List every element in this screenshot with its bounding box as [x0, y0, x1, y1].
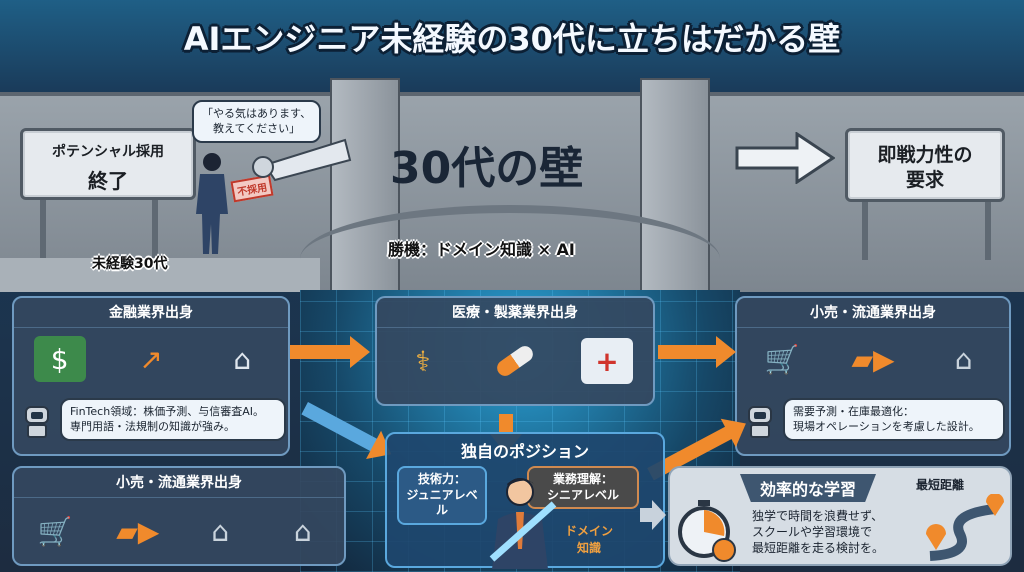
panel-title: 金融業界出身 [14, 298, 288, 328]
person-label: 未経験30代 [92, 256, 168, 272]
chart-up-icon: ↗ [139, 342, 163, 376]
arrow-icon [658, 336, 736, 368]
shortest-route-icon [926, 494, 1004, 561]
sign-line: 要求 [905, 168, 944, 191]
truck-icon: ▰▶ [851, 342, 895, 376]
arrow-right-icon [640, 500, 666, 530]
sign-line: 終了 [88, 169, 128, 193]
skill-tag: 技術力： ジュニアレベル [397, 466, 487, 525]
cart-icon: 🛒 [37, 514, 73, 548]
panel-title: 小売・流通業界出身 [737, 298, 1009, 328]
note-line: 現場オペレーションを考慮した設計。 [793, 420, 980, 434]
sign-post [862, 200, 868, 260]
businessman-with-sword-icon [489, 478, 557, 569]
note-line: 専門用語・法規制の知識が強み。 [70, 420, 235, 434]
wall-title: 30代の壁 [390, 143, 584, 194]
note-line: 需要予測・在庫最適化： [793, 405, 914, 418]
robot-icon [745, 398, 775, 438]
stopwatch-icon [678, 500, 736, 562]
efficient-learning-panel: 効率的な学習 独学で時間を浪費せず、 スクールや学習環境で 最短距離を走る検討を… [668, 466, 1012, 566]
immediate-contribution-sign: 即戦力性の 要求 [845, 128, 1005, 202]
sign-line: ポテンシャル採用 [52, 144, 164, 160]
unique-position-panel: 独自のポジション 技術力： ジュニアレベル 業務理解： シニアレベル ドメイン … [385, 432, 665, 569]
sign-post [40, 198, 46, 258]
truck-icon: ▰▶ [116, 514, 160, 548]
page-title: AIエンジニア未経験の30代に立ちはだかる壁 [183, 20, 841, 58]
domain-knowledge-label: ドメイン 知識 [565, 522, 613, 556]
caduceus-icon: ⚕ [415, 344, 431, 378]
label-line: 知識 [577, 541, 602, 555]
panel-title: 小売・流通業界出身 [14, 468, 344, 498]
body-line: 最短距離を走る検討を。 [752, 541, 885, 556]
tag-line: 技術力： [417, 472, 466, 486]
capsule-icon [489, 338, 541, 384]
robot-icon [22, 398, 52, 438]
arrow-icon [290, 336, 370, 368]
robot-arm-icon [252, 138, 352, 182]
floor [0, 258, 320, 292]
label-line: ドメイン [565, 524, 614, 538]
finance-note: FinTech領域：株価予測、与信審査AI。 専門用語・法規制の知識が強み。 [60, 398, 286, 441]
retail-note: 需要予測・在庫最適化： 現場オペレーションを考慮した設計。 [783, 398, 1005, 441]
hospital-icon: + [581, 338, 633, 384]
speech-line: 教えてください」 [213, 122, 301, 136]
arrow-right-icon [735, 132, 835, 184]
money-icon: $ [33, 336, 86, 382]
medical-panel: 医療・製薬業界出身 ⚕ + [375, 296, 655, 406]
speech-line: 「やる気はあります、 [202, 107, 312, 120]
bank-icon: ⌂ [233, 342, 252, 376]
tag-line: シニアレベル [546, 487, 619, 502]
warehouse-icon: ⌂ [954, 342, 973, 376]
panel-title: 効率的な学習 [740, 474, 877, 502]
person-icon [196, 153, 228, 254]
learning-body: 独学で時間を浪費せず、 スクールや学習環境で 最短距離を走る検討を。 [752, 508, 884, 557]
business-tag: 業務理解： シニアレベル [527, 466, 639, 510]
route-label: 最短距離 [916, 478, 965, 492]
note-line: FinTech領域：株価予測、与信審査AI。 [70, 405, 264, 418]
speech-bubble: 「やる気はあります、 教えてください」 [192, 100, 322, 143]
finance-panel: 金融業界出身 $ ↗ ⌂ FinTech領域：株価予測、与信審査AI。 専門用語… [12, 296, 290, 456]
sign-line: 即戦力性の [877, 144, 973, 166]
potential-hiring-sign: ポテンシャル採用 終了 [20, 128, 196, 200]
sign-post [985, 200, 991, 260]
bridge [300, 205, 720, 295]
body-line: 独学で時間を浪費せず、 [752, 509, 884, 523]
body-line: スクールや学習環境で [752, 525, 873, 540]
retail-panel-2: 小売・流通業界出身 🛒 ▰▶ ⌂ ⌂ [12, 466, 346, 566]
retail-panel: 小売・流通業界出身 🛒 ▰▶ ⌂ 需要予測・在庫最適化： 現場オペレーションを考… [735, 296, 1011, 456]
panel-title: 独自のポジション [460, 442, 589, 461]
tag-line: ジュニアレベル [406, 487, 478, 518]
cart-icon: 🛒 [764, 342, 800, 376]
garage-icon: ⌂ [293, 514, 312, 548]
warehouse-icon: ⌂ [211, 514, 230, 548]
panel-title: 医療・製薬業界出身 [377, 298, 653, 328]
bridge-label: 勝機：ドメイン知識 × AI [388, 240, 575, 259]
sign-post [152, 198, 158, 258]
tag-line: 業務理解： [552, 472, 613, 486]
